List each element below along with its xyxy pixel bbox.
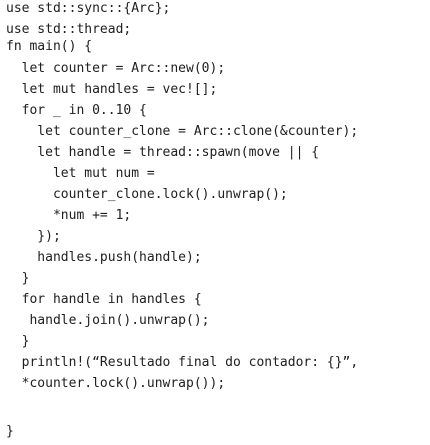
code-snippet: use std::sync::{Arc}; use std::thread; f… <box>6 0 428 445</box>
code-line: *num += 1; <box>6 208 132 223</box>
code-line: let counter = Arc::new(0); <box>6 61 226 76</box>
code-line: *counter.lock().unwrap()); <box>6 376 226 391</box>
code-line: use std::sync::{Arc}; <box>6 1 171 16</box>
code-line: use std::thread; <box>6 22 132 37</box>
code-line: handles.push(handle); <box>6 250 202 265</box>
code-line: } <box>6 334 30 349</box>
code-line: let mut handles = vec![]; <box>6 82 218 97</box>
code-line: } <box>6 271 30 286</box>
code-line: for _ in 0..10 { <box>6 103 147 118</box>
code-line: for handle in handles { <box>6 292 202 307</box>
code-line: handle.join().unwrap(); <box>6 313 210 328</box>
code-line: let mut num = <box>6 166 155 181</box>
code-line: } <box>6 424 14 439</box>
code-line: let handle = thread::spawn(move || { <box>6 145 320 160</box>
code-line: counter_clone.lock().unwrap(); <box>6 187 288 202</box>
code-line: let counter_clone = Arc::clone(&counter)… <box>6 124 359 139</box>
code-line: }); <box>6 229 61 244</box>
code-line: println!(“Resultado final do contador: {… <box>6 355 359 370</box>
code-line: fn main() { <box>6 39 93 54</box>
